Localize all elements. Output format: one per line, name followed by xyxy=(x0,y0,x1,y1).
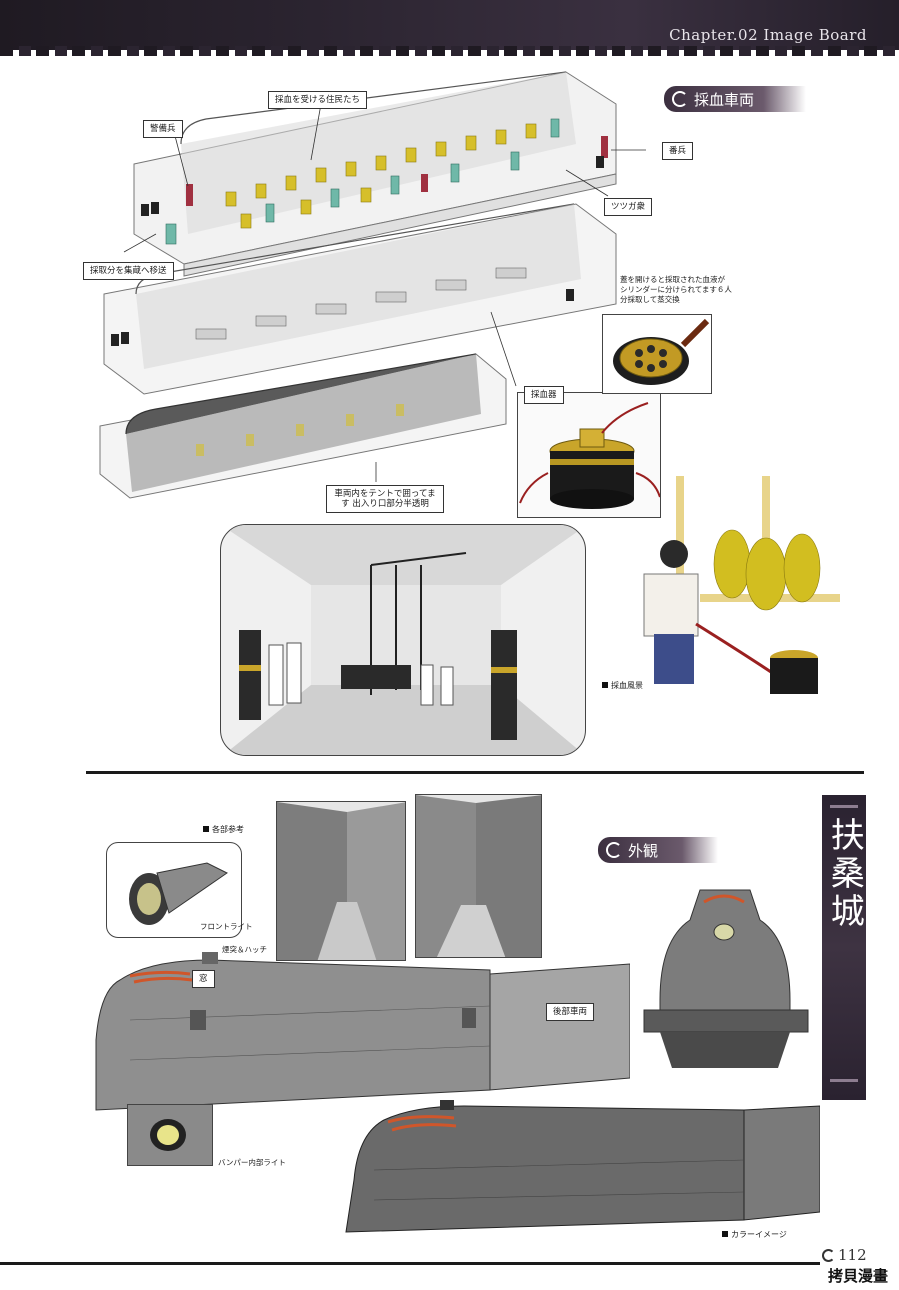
detail-panel-right xyxy=(415,794,542,958)
label-guard: 警備兵 xyxy=(143,120,183,139)
label-sentry: 番兵 xyxy=(662,142,694,161)
color-image-caption: カラーイメージ xyxy=(722,1229,787,1240)
interior-scene-illustration xyxy=(221,525,585,755)
collector-note: 蓋を開けると採取された血液がシリンダーに分けられてます６人分採取して蒸交換 xyxy=(620,275,732,305)
section-tag-exterior: 外観 xyxy=(598,837,718,863)
label-blood-collector: 採血器 xyxy=(524,386,564,405)
locomotive-front-illustration xyxy=(643,889,809,1068)
chapter-title: Chapter.02 Image Board xyxy=(669,26,867,44)
section-mark-icon xyxy=(672,91,688,107)
side-wall-detail-right xyxy=(416,795,541,957)
locomotive-side-illustration xyxy=(95,952,630,1111)
parts-ref-text: 各部参考 xyxy=(212,825,244,834)
page-number-text: 112 xyxy=(838,1246,867,1264)
page-number: 112 xyxy=(822,1246,867,1264)
section-mark-icon xyxy=(606,842,622,858)
footer-line xyxy=(0,1262,820,1265)
scene-caption: 採血風景 xyxy=(602,680,643,691)
side-wall-detail-left xyxy=(277,802,405,960)
label-tent: 車両内をテントで囲ってます 出入り口部分半透明 xyxy=(326,485,444,514)
label-bumper-light: バンパー内部ライト xyxy=(218,1158,286,1167)
section-title: 外観 xyxy=(628,841,659,860)
bumper-light-frame xyxy=(127,1104,213,1166)
front-light-illustration xyxy=(129,862,228,925)
section-divider xyxy=(86,771,864,774)
vertical-title: 扶桑城 xyxy=(822,795,866,1100)
scene-caption-text: 採血風景 xyxy=(611,681,643,690)
header-band xyxy=(0,0,899,56)
train-car-middle xyxy=(103,203,617,395)
label-transfer: 採取分を集蔵へ移送 xyxy=(83,262,174,281)
detail-panel-left xyxy=(276,801,406,961)
section-tag-blood-car: 採血車両 xyxy=(664,86,806,112)
blood-collector-illustration xyxy=(519,402,660,509)
caption-marker xyxy=(722,1231,728,1237)
color-image-text: カラーイメージ xyxy=(731,1230,787,1239)
locomotive-color-illustration xyxy=(345,1100,820,1233)
blood-collection-scene-illustration xyxy=(643,476,840,694)
page-mark-icon xyxy=(822,1248,835,1262)
blood-collector-frame xyxy=(517,392,661,518)
train-car-lower-tented xyxy=(99,353,507,499)
collector-detail-frame xyxy=(602,314,712,394)
blood-car-cutaway-illustration xyxy=(99,71,646,499)
watermark: 拷貝漫畫 xyxy=(828,1267,889,1285)
train-car-upper xyxy=(133,71,617,277)
caption-marker xyxy=(203,826,209,832)
label-tsuzuga: ツツガ衆 xyxy=(604,198,653,217)
label-residents: 採血を受ける住民たち xyxy=(268,91,368,110)
label-window: 窓 xyxy=(192,970,215,989)
front-light-frame xyxy=(106,842,242,938)
parts-ref-caption: 各部参考 xyxy=(203,824,244,835)
label-front-light: フロントライト xyxy=(200,922,253,931)
label-chimney-hatch: 煙突＆ハッチ xyxy=(222,945,267,954)
interior-scene-frame xyxy=(220,524,586,756)
section-title: 採血車両 xyxy=(694,90,755,109)
collector-lid-illustration xyxy=(613,318,710,385)
label-rear-car: 後部車両 xyxy=(546,1003,595,1022)
caption-marker xyxy=(602,682,608,688)
bumper-light-illustration xyxy=(150,1119,186,1151)
